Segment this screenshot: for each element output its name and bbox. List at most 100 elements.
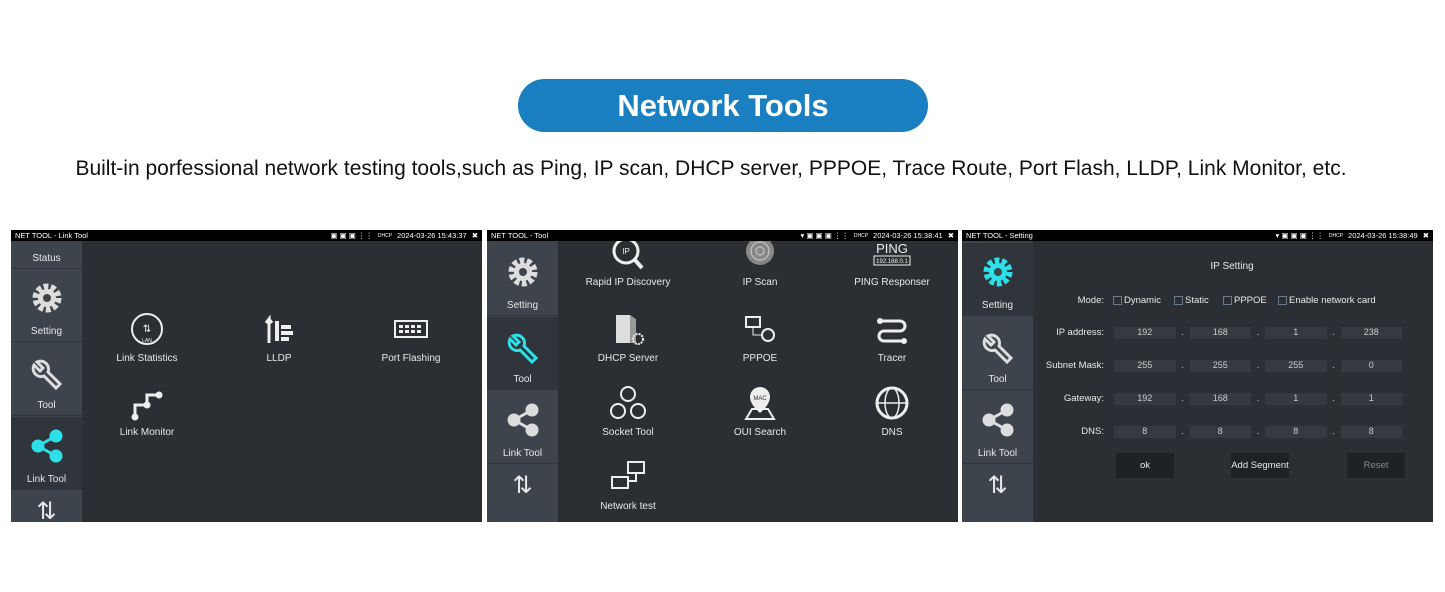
- sidebar-item-more[interactable]: ⇅: [487, 465, 558, 522]
- tool-dns[interactable]: DNS: [827, 385, 957, 438]
- sidebar-label: Status: [32, 253, 61, 264]
- sidebar-item-more[interactable]: ⇅: [11, 491, 82, 522]
- tool-socket-tool[interactable]: Socket Tool: [563, 385, 693, 438]
- field-label: Subnet Mask:: [1045, 360, 1104, 371]
- ip-octet-input[interactable]: 238: [1340, 327, 1402, 339]
- section-subtitle: Built-in porfessional network testing to…: [75, 157, 1347, 180]
- ok-button[interactable]: ok: [1116, 453, 1174, 478]
- sidebar-item-more[interactable]: ⇅: [962, 465, 1033, 522]
- sidebar-item-status[interactable]: Status: [11, 230, 82, 269]
- globe-icon: [875, 386, 909, 420]
- sidebar-item-link-tool[interactable]: Link Tool: [487, 391, 558, 464]
- radar-icon: [746, 241, 774, 265]
- tool-label: Link Statistics: [116, 353, 178, 364]
- sidebar-label: Setting: [506, 300, 539, 311]
- arrows-icon: ⇅: [36, 498, 57, 522]
- tool-label: PING Responser: [854, 277, 930, 288]
- checkbox-pppoe[interactable]: PPPOE: [1223, 295, 1267, 306]
- dot-separator: .: [1181, 393, 1184, 403]
- tool-label: IP Scan: [742, 277, 778, 288]
- sidebar-label: Link Tool: [26, 474, 67, 485]
- sidebar-item-tool[interactable]: Tool: [962, 317, 1033, 390]
- tool-lldp[interactable]: LLDP: [214, 311, 344, 364]
- ip-field-row: 192.168.1.238: [1113, 327, 1403, 339]
- sidebar-label: Link Tool: [977, 448, 1018, 459]
- sidebar-item-setting[interactable]: Setting: [487, 243, 558, 316]
- sidebar-item-tool[interactable]: Tool: [11, 343, 82, 416]
- tool-link-monitor[interactable]: Link Monitor: [82, 385, 212, 438]
- checkbox-static[interactable]: Static: [1174, 295, 1209, 306]
- tool-label: DHCP Server: [597, 353, 659, 364]
- datetime: 2024-03-26 15:43:37: [397, 231, 467, 240]
- add-segment-button[interactable]: Add Segment: [1231, 453, 1289, 478]
- sidebar-item-setting[interactable]: Setting: [962, 243, 1033, 316]
- tool-dhcp-server[interactable]: DHCP Server: [563, 311, 693, 364]
- route-icon: [877, 318, 907, 344]
- ip-field-row: 8.8.8.8: [1113, 426, 1403, 438]
- ip-field-row: 192.168.1.1: [1113, 393, 1403, 405]
- ip-octet-input[interactable]: 255: [1189, 360, 1251, 372]
- ip-octet-input[interactable]: 1: [1265, 393, 1327, 405]
- tool-label: Port Flashing: [381, 353, 441, 364]
- ip-field-row: 255.255.255.0: [1113, 360, 1403, 372]
- ip-octet-input[interactable]: 255: [1265, 360, 1327, 372]
- sidebar-item-link-tool[interactable]: Link Tool: [11, 417, 82, 490]
- window-title: NET TOOL - Link Tool: [15, 231, 88, 240]
- ip-search-icon: IP: [612, 241, 644, 270]
- ping-icon: PING 192.168.0.1: [873, 241, 911, 266]
- sidebar-item-setting[interactable]: Setting: [11, 269, 82, 342]
- section-title: Network Tools: [617, 87, 829, 123]
- tool-port-flashing[interactable]: Port Flashing: [346, 311, 476, 364]
- ip-octet-input[interactable]: 192: [1114, 327, 1176, 339]
- sidebar: Setting Tool Link Tool ⇅: [962, 241, 1033, 522]
- reset-button[interactable]: Reset: [1347, 453, 1405, 478]
- ip-setting-heading: IP Setting: [1210, 261, 1254, 272]
- close-icon[interactable]: ✖: [471, 231, 478, 240]
- dot-separator: .: [1181, 327, 1184, 337]
- arrows-icon: ⇅: [987, 472, 1008, 499]
- dot-separator: .: [1256, 426, 1260, 436]
- gear-icon: [508, 257, 537, 287]
- dhcp-badge: DHCP: [377, 232, 393, 239]
- svg-text:192.168.0.1: 192.168.0.1: [876, 259, 908, 265]
- dot-separator: .: [1332, 426, 1335, 436]
- gear-icon: [32, 283, 61, 313]
- dot-separator: .: [1181, 360, 1184, 370]
- window-title: NET TOOL - Setting: [966, 231, 1033, 240]
- ip-octet-input[interactable]: 8: [1265, 426, 1327, 438]
- checkbox-enable-network-card[interactable]: Enable network card: [1278, 295, 1376, 306]
- svg-text:LAN: LAN: [142, 338, 152, 344]
- ip-octet-input[interactable]: 168: [1189, 393, 1251, 405]
- sidebar-label: Tool: [513, 374, 532, 385]
- field-label: Gateway:: [1063, 393, 1104, 404]
- checkbox-dynamic[interactable]: Dynamic: [1113, 295, 1161, 306]
- share-icon: [507, 403, 538, 437]
- tool-ip-scan[interactable]: IP Scan: [695, 241, 825, 288]
- tool-tracer[interactable]: Tracer: [827, 311, 957, 364]
- server-icon: [616, 315, 644, 345]
- ip-octet-input[interactable]: 255: [1114, 360, 1176, 372]
- tool-network-test[interactable]: Network test: [563, 459, 693, 512]
- mode-label: Mode:: [1077, 295, 1104, 306]
- ip-octet-input[interactable]: 8: [1189, 426, 1251, 438]
- ip-octet-input[interactable]: 8: [1114, 426, 1176, 438]
- tool-pppoe[interactable]: PPPOE: [695, 311, 825, 364]
- ip-octet-input[interactable]: 1: [1340, 393, 1402, 405]
- sidebar-item-link-tool[interactable]: Link Tool: [962, 391, 1033, 464]
- ip-octet-input[interactable]: 0: [1340, 360, 1402, 372]
- svg-text:PING: PING: [876, 241, 908, 256]
- ip-octet-input[interactable]: 1: [1265, 327, 1327, 339]
- sidebar-item-tool[interactable]: Tool: [487, 317, 558, 390]
- close-icon[interactable]: ✖: [1422, 231, 1429, 240]
- ip-octet-input[interactable]: 192: [1114, 393, 1176, 405]
- close-icon[interactable]: ✖: [947, 231, 954, 240]
- ip-octet-input[interactable]: 168: [1189, 327, 1251, 339]
- ip-octet-input[interactable]: 8: [1340, 426, 1402, 438]
- dot-separator: .: [1332, 393, 1335, 403]
